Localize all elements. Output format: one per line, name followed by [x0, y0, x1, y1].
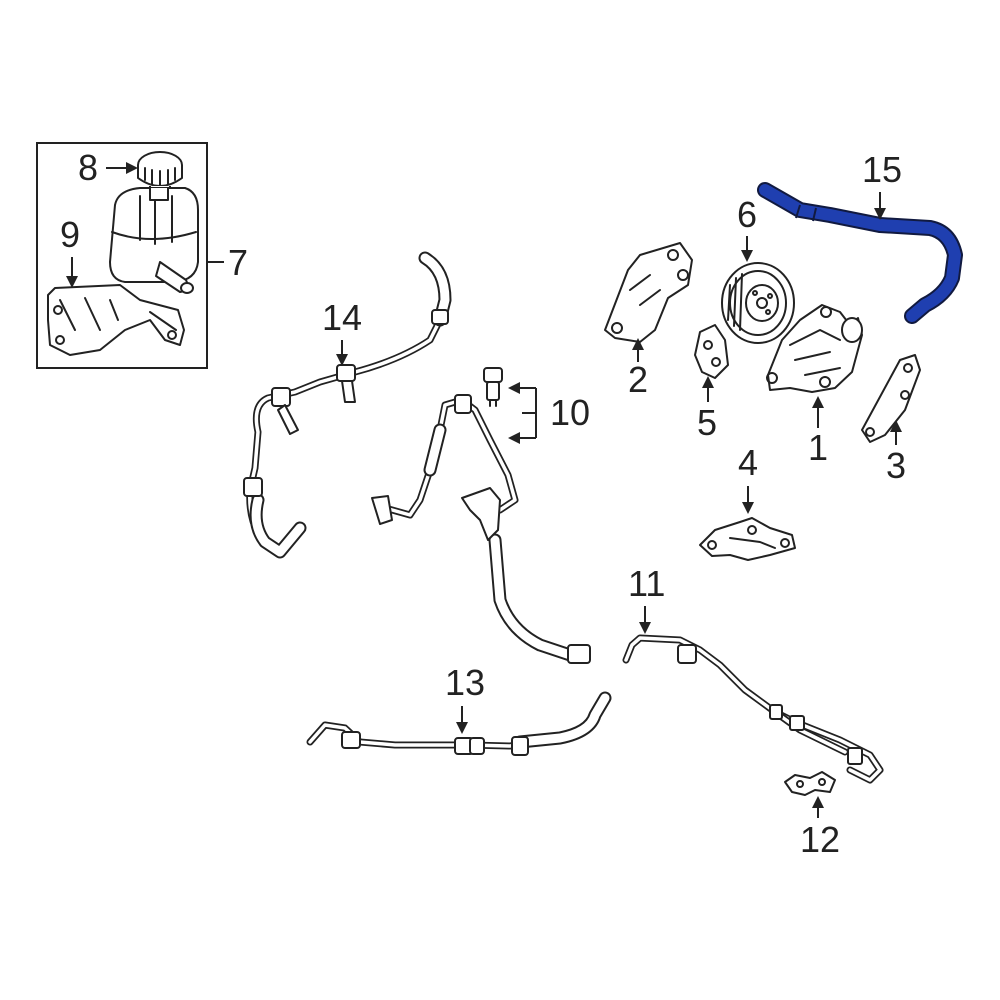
arrow-5: [702, 376, 714, 388]
return-hose[interactable]: [243, 251, 452, 559]
return-tube[interactable]: [306, 691, 612, 756]
arrow-13: [456, 722, 468, 734]
callout-15: 15: [862, 149, 902, 190]
suction-hose-highlighted[interactable]: [757, 182, 963, 324]
callout-11: 11: [628, 563, 665, 604]
callout-12: 12: [800, 819, 840, 860]
pump-bracket-front[interactable]: [604, 242, 693, 343]
arrow-2: [632, 338, 644, 350]
callout-4: 4: [738, 442, 758, 483]
callout-10: 10: [550, 392, 590, 433]
pump-mount[interactable]: [699, 517, 796, 561]
pressure-switch[interactable]: [483, 367, 503, 407]
arrow-14: [336, 354, 348, 366]
arrow-11: [639, 622, 651, 634]
arrow-3: [890, 420, 902, 432]
arrow-10-bottom: [508, 432, 520, 444]
callout-14: 14: [322, 297, 362, 338]
arrow-15: [874, 208, 886, 220]
pressure-hose[interactable]: [371, 394, 591, 664]
callout-9: 9: [60, 214, 80, 255]
cooler-tube[interactable]: [622, 634, 884, 784]
reservoir-inset-frame: [36, 142, 208, 369]
callout-8: 8: [78, 147, 98, 188]
reservoir-bracket[interactable]: [47, 284, 185, 356]
callout-13: 13: [445, 662, 485, 703]
callout-6: 6: [737, 194, 757, 235]
pump-pulley[interactable]: [721, 262, 795, 344]
arrow-10-top: [508, 382, 520, 394]
arrow-12: [812, 796, 824, 808]
arrow-9: [66, 276, 78, 288]
arrow-4: [742, 502, 754, 514]
arrow-1: [812, 396, 824, 408]
arrow-6: [741, 250, 753, 262]
reservoir-tank[interactable]: [109, 187, 199, 294]
callout-3: 3: [886, 445, 906, 486]
callout-7: 7: [228, 242, 248, 283]
callout-2: 2: [628, 359, 648, 400]
callout-5: 5: [697, 402, 717, 443]
arrow-8: [126, 162, 138, 174]
tube-clamp[interactable]: [784, 771, 836, 796]
callout-1: 1: [808, 427, 828, 468]
power-steering-pump[interactable]: [766, 304, 863, 393]
small-bracket[interactable]: [694, 324, 729, 379]
pump-bracket-rear[interactable]: [861, 354, 921, 443]
